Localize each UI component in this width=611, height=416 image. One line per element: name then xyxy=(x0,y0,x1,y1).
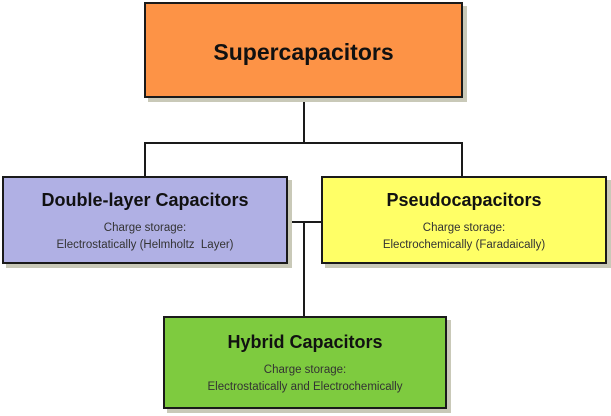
node-title: Double-layer Capacitors xyxy=(41,190,249,210)
node-label: Charge storage: xyxy=(422,222,506,234)
node-title: Supercapacitors xyxy=(213,39,394,65)
node-detail: Electrostatically and Electrochemically xyxy=(207,381,403,393)
connector-horizontal-top xyxy=(144,142,463,144)
node-double-layer-capacitors: Double-layer Capacitors Charge storage: … xyxy=(2,176,288,264)
connector-left-drop xyxy=(144,142,146,176)
node-title: Pseudocapacitors xyxy=(386,190,542,210)
connector-hybrid-vertical xyxy=(303,221,305,316)
node-title: Hybrid Capacitors xyxy=(227,332,383,352)
node-detail: Electrochemically (Faradaically) xyxy=(382,239,546,251)
node-label: Charge storage: xyxy=(263,364,347,376)
connector-right-drop xyxy=(461,142,463,176)
node-label: Charge storage: xyxy=(103,222,187,234)
node-supercapacitors: Supercapacitors xyxy=(144,2,463,98)
node-hybrid-capacitors: Hybrid Capacitors Charge storage: Electr… xyxy=(163,316,447,409)
node-pseudocapacitors: Pseudocapacitors Charge storage: Electro… xyxy=(321,176,607,264)
node-detail: Electrostatically (Helmholtz Layer) xyxy=(56,239,234,251)
connector-root-down xyxy=(303,98,305,144)
